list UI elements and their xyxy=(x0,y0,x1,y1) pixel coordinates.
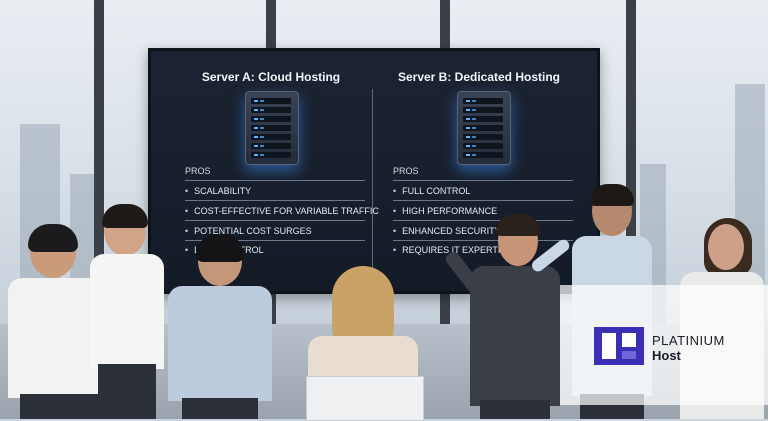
divider-line xyxy=(185,240,365,241)
server-b-title: Server B: Dedicated Hosting xyxy=(397,70,561,84)
server-a-item: SCALABILITY xyxy=(185,186,251,196)
server-a-section-label: PROS xyxy=(185,166,211,176)
server-a-title: Server A: Cloud Hosting xyxy=(201,70,341,84)
server-b-item: ENHANCED SECURITY xyxy=(393,226,501,236)
server-b-item: REQUIRES IT EXPERTISE xyxy=(393,245,512,255)
logo-line2: Host xyxy=(652,348,681,363)
divider-line xyxy=(185,200,365,201)
server-b-item: HIGH PERFORMANCE xyxy=(393,206,497,216)
server-rack-icon xyxy=(457,91,511,165)
divider-line xyxy=(393,180,573,181)
platinium-host-logo-icon xyxy=(594,327,644,365)
server-b-section-label: PROS xyxy=(393,166,419,176)
server-a-item: POTENTIAL COST SURGES xyxy=(185,226,312,236)
logo-line1: PLATINIUM xyxy=(652,333,725,348)
person-blue-shirt xyxy=(168,234,274,419)
server-b-item: FULL CONTROL xyxy=(393,186,470,196)
server-a-item: COST-EFFECTIVE FOR VARIABLE TRAFFIC xyxy=(185,206,379,216)
brand-watermark: PLATINIUM Host xyxy=(560,285,768,405)
person-glasses xyxy=(90,204,166,419)
divider-line xyxy=(185,180,365,181)
window-frame xyxy=(94,0,104,419)
divider-line xyxy=(393,220,573,221)
column-divider xyxy=(372,89,373,275)
divider-line xyxy=(185,220,365,221)
server-rack-icon xyxy=(245,91,299,165)
divider-line xyxy=(393,240,573,241)
divider-line xyxy=(393,200,573,201)
person-blonde-seated xyxy=(306,266,424,421)
person-presenter xyxy=(440,214,560,419)
